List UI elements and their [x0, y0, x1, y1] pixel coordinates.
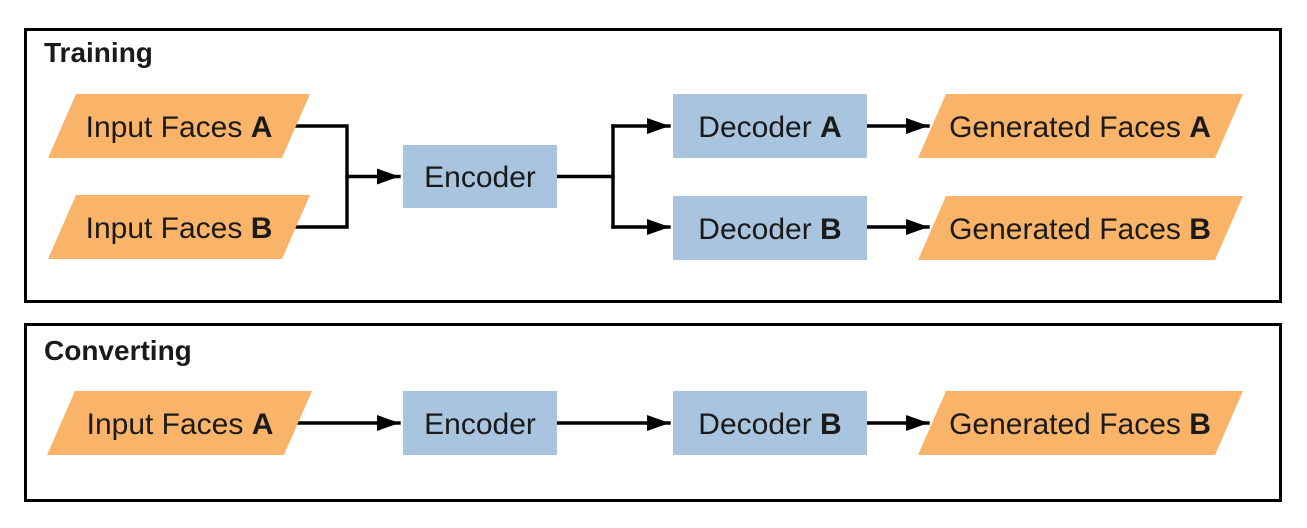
training-edges [294, 118, 930, 235]
input-faces-a-label: Input Faces A [87, 408, 274, 441]
generated-faces-b-parallelogram [918, 196, 1243, 260]
generated-faces-a-label: Generated Faces A [949, 111, 1211, 144]
input-faces-a-parallelogram [47, 391, 312, 455]
encoder-rect [403, 391, 557, 455]
node-input-faces-a: Input Faces A [48, 94, 310, 158]
node-encoder-converting: Encoder [403, 391, 557, 455]
training-panel-title: Training [44, 37, 153, 68]
input-faces-a-parallelogram [48, 94, 310, 158]
node-generated-faces-b-converting: Generated Faces B [918, 391, 1243, 455]
decoder-b-rect [673, 391, 867, 455]
node-decoder-b: Decoder B [673, 196, 867, 260]
input-faces-b-label: Input Faces B [86, 212, 273, 245]
encoder-label: Encoder [424, 408, 536, 441]
node-generated-faces-b: Generated Faces B [918, 196, 1243, 260]
converting-panel-title: Converting [44, 335, 192, 366]
decoder-b-rect [673, 196, 867, 260]
encoder-label: Encoder [424, 161, 536, 194]
decoder-b-label: Decoder B [698, 213, 841, 246]
generated-faces-b-label: Generated Faces B [949, 213, 1211, 246]
input-faces-b-parallelogram [48, 195, 310, 259]
node-decoder-b-converting: Decoder B [673, 391, 867, 455]
node-generated-faces-a: Generated Faces A [918, 94, 1243, 158]
generated-faces-a-parallelogram [918, 94, 1243, 158]
input-faces-a-label: Input Faces A [86, 111, 273, 144]
encoder-rect [403, 145, 557, 208]
generated-faces-b-parallelogram [918, 391, 1243, 455]
node-encoder-training: Encoder [403, 145, 557, 208]
node-input-faces-b: Input Faces B [48, 195, 310, 259]
training-panel: Training Input Faces A Input Faces B Enc… [24, 28, 1282, 303]
training-panel-border [24, 28, 1282, 303]
node-decoder-a: Decoder A [673, 94, 867, 158]
decoder-b-label: Decoder B [698, 408, 841, 441]
decoder-a-label: Decoder A [698, 111, 841, 144]
converting-panel: Converting Input Faces A Encoder Decoder… [24, 323, 1282, 502]
generated-faces-b-label: Generated Faces B [949, 408, 1211, 441]
decoder-a-rect [673, 94, 867, 158]
node-input-faces-a-converting: Input Faces A [47, 391, 312, 455]
